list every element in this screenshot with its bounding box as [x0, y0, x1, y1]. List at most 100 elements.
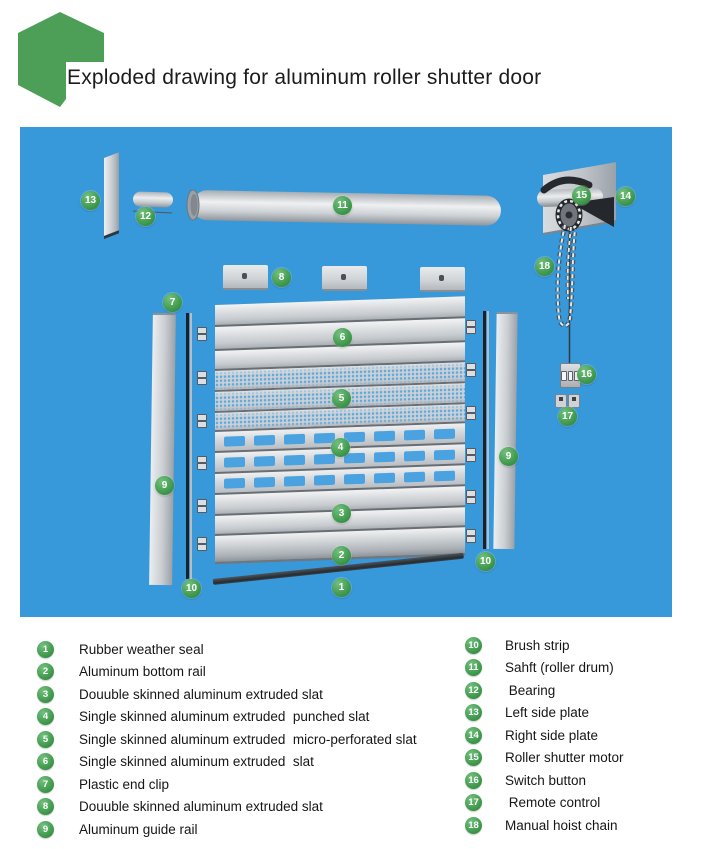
legend-item: 10 Brush strip	[465, 634, 624, 657]
legend-num: 17	[465, 794, 482, 812]
legend-label: Brush strip	[505, 637, 570, 653]
legend-label: Rubber weather seal	[79, 641, 204, 657]
double-skinned-slat-clip	[223, 265, 268, 290]
part-badge-3: 3	[332, 504, 351, 523]
legend-item: 4 Single skinned aluminum extruded punche…	[37, 706, 417, 729]
switch-key	[567, 370, 574, 381]
end-clip	[466, 497, 476, 504]
end-clip	[466, 370, 476, 377]
part-badge-18: 18	[535, 257, 554, 276]
part-badge-10-left: 10	[182, 579, 201, 598]
end-clip	[197, 378, 207, 385]
punched-window	[224, 456, 245, 468]
punched-window	[254, 476, 275, 488]
part-badge-6: 6	[333, 328, 352, 347]
punched-window	[284, 454, 305, 466]
punched-window	[434, 428, 455, 439]
punched-window	[404, 429, 425, 440]
punched-window	[374, 451, 395, 462]
legend-num: 2	[37, 663, 54, 681]
legend-item: 13 Left side plate	[465, 702, 624, 725]
end-clip	[466, 490, 476, 497]
punched-window	[404, 450, 425, 461]
remote-button	[558, 397, 563, 401]
legend-item: 17 Remote control	[465, 792, 624, 815]
brush-strip-left	[186, 313, 189, 579]
legend-num: 12	[465, 681, 482, 699]
manual-hoist-chain-highlight	[556, 224, 576, 327]
double-skinned-slat-clip	[420, 267, 465, 292]
legend-label: Left side plate	[505, 705, 590, 721]
end-clip	[466, 448, 476, 455]
legend-num: 3	[37, 685, 54, 703]
punched-window	[434, 449, 455, 460]
part-badge-15: 15	[572, 186, 591, 205]
brush-strip-right	[483, 311, 486, 549]
part-badge-9-left: 9	[155, 476, 174, 495]
legend-label: Single skinned aluminum extruded punched…	[79, 709, 370, 725]
legend-label: Switch button	[505, 772, 587, 788]
end-clip	[197, 499, 207, 506]
manual-hoist-chain-strand	[565, 226, 573, 300]
legend-label: Remote control	[505, 795, 601, 811]
clip-hole	[439, 275, 444, 281]
end-clip	[197, 414, 207, 421]
roller-shutter-motor	[536, 187, 604, 208]
end-clip	[197, 371, 207, 378]
end-clip	[197, 506, 207, 513]
brush-strip-holder-right	[487, 311, 489, 549]
legend-num: 1	[37, 640, 54, 658]
double-skinned-slat-clip	[322, 266, 367, 291]
legend-num: 11	[465, 659, 482, 677]
part-badge-13: 13	[81, 191, 100, 210]
legend-item: 9 Aluminum guide rail	[37, 818, 417, 841]
end-clip	[466, 363, 476, 370]
manual-hoist-chain-strand-highlight	[566, 226, 572, 300]
punched-window	[374, 430, 395, 441]
part-badge-11: 11	[333, 196, 352, 215]
punched-window	[314, 474, 335, 486]
part-badge-7: 7	[163, 293, 182, 312]
page-title: Exploded drawing for aluminum roller shu…	[67, 66, 542, 89]
end-clip	[466, 320, 476, 327]
legend-num: 10	[465, 636, 482, 654]
legend-label: Right side plate	[505, 727, 599, 743]
legend-label: Aluminum guide rail	[79, 821, 198, 837]
legend-num: 13	[465, 704, 482, 722]
part-badge-4: 4	[331, 438, 350, 457]
legend-num: 6	[37, 753, 54, 771]
end-clip	[197, 544, 207, 551]
legend-label: Single skinned aluminum extruded micro-p…	[79, 731, 417, 747]
manual-hoist-chain	[555, 224, 578, 328]
legend-item: 1 Rubber weather seal	[37, 638, 417, 661]
part-badge-17: 17	[558, 407, 577, 426]
end-clip	[197, 421, 207, 428]
end-clip	[466, 529, 476, 536]
part-badge-5: 5	[332, 389, 351, 408]
guide-rail-right	[493, 311, 518, 550]
part-badge-12: 12	[136, 207, 155, 226]
end-clip	[466, 327, 476, 334]
legend-num: 14	[465, 726, 482, 744]
brand-logo-icon	[18, 12, 104, 107]
remote-control	[568, 394, 580, 408]
legend-label: Roller shutter motor	[505, 750, 624, 766]
punched-window	[254, 455, 275, 467]
clip-hole	[341, 274, 346, 280]
punched-window	[344, 473, 365, 484]
punched-window	[254, 434, 275, 446]
punched-window	[314, 453, 335, 465]
legend-label: Douuble skinned aluminum extruded slat	[79, 799, 323, 815]
legend-num: 4	[37, 708, 54, 726]
legend-num: 18	[465, 816, 482, 834]
punched-window	[284, 475, 305, 487]
end-clip	[466, 406, 476, 413]
part-badge-16: 16	[577, 365, 596, 384]
legend-num: 9	[37, 820, 54, 838]
left-side-plate	[104, 152, 119, 239]
